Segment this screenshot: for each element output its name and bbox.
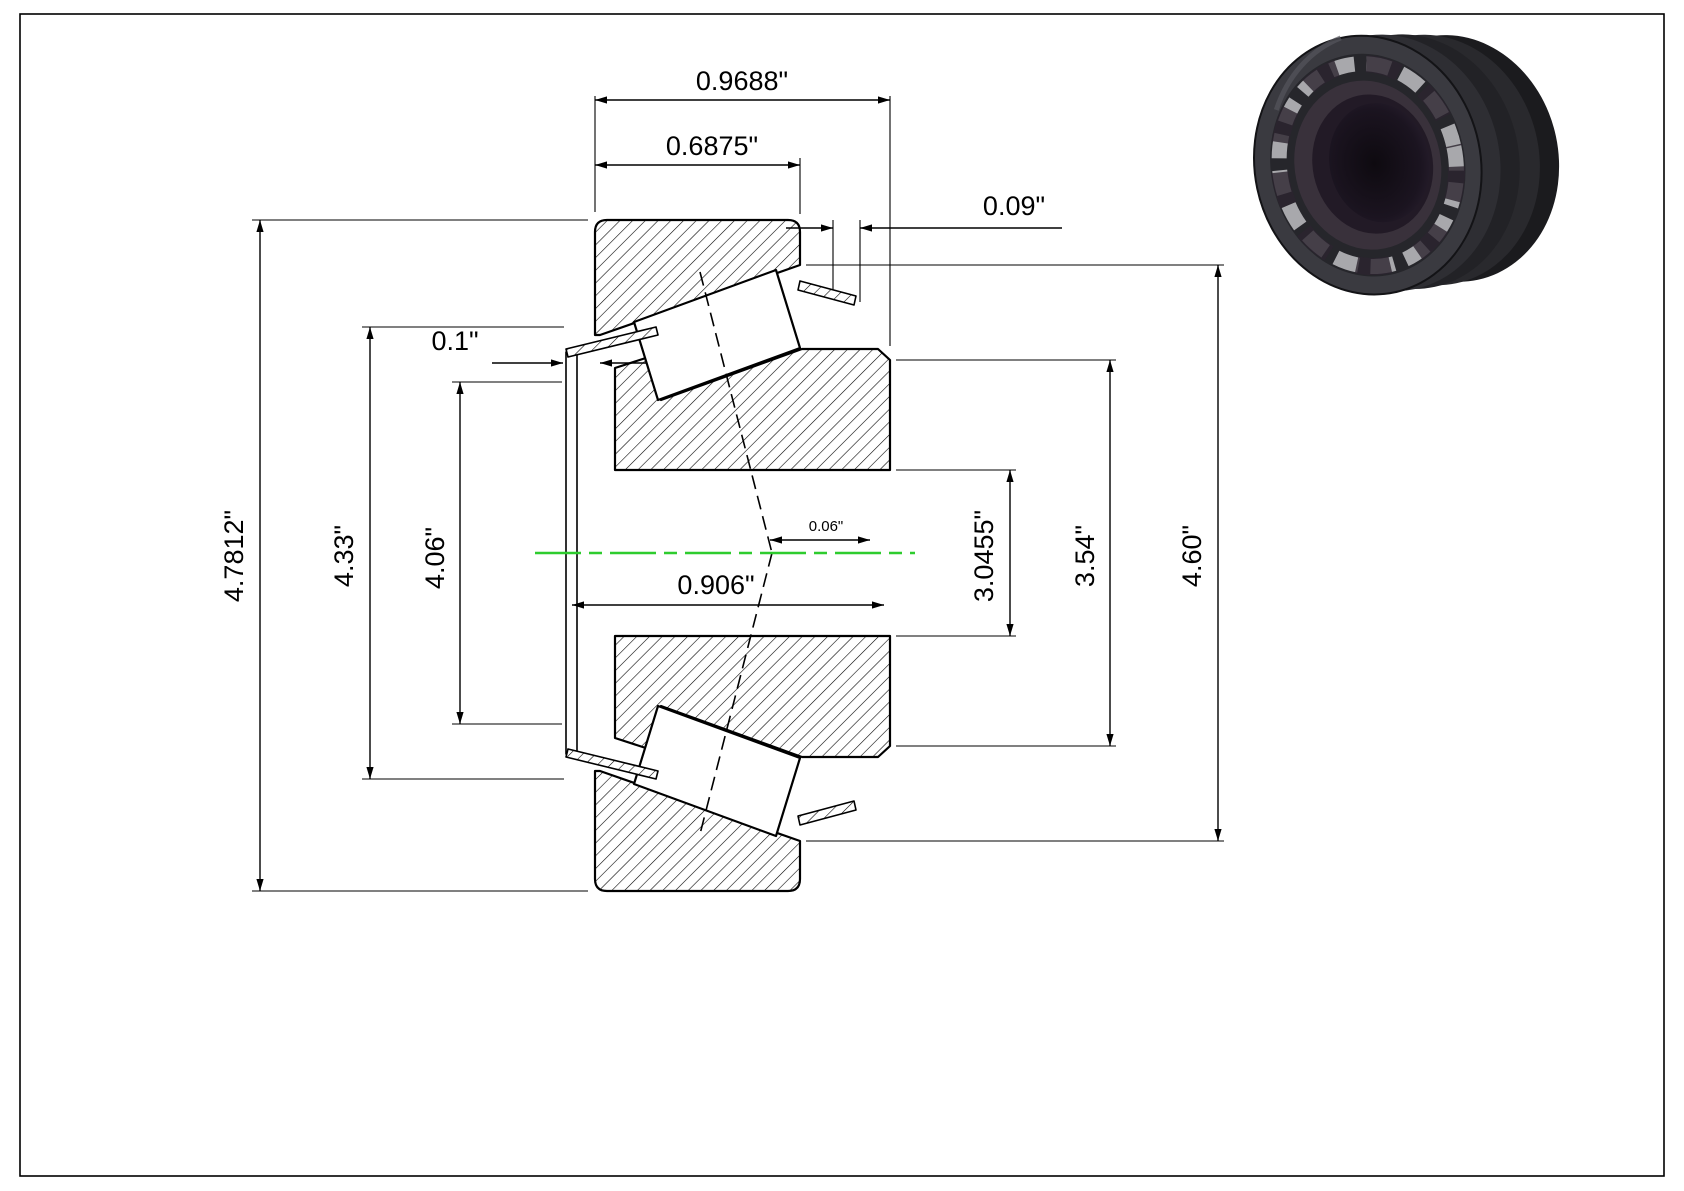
label-seal-diameter: 4.06"	[420, 527, 450, 589]
label-standout: 0.09"	[983, 191, 1045, 221]
roller-bottom	[632, 704, 802, 838]
contact-line-top	[699, 271, 773, 554]
bearing-section	[593, 218, 892, 893]
label-flange-diameter: 4.33"	[329, 525, 359, 587]
dimension-lines	[256, 96, 1222, 891]
label-housing-diameter: 4.60"	[1177, 525, 1207, 587]
contact-line-bottom	[699, 552, 773, 835]
cup-top	[593, 218, 802, 337]
dimension-labels: 0.9688" 0.6875" 0.09" 0.1" 0.906" 0.06" …	[219, 66, 1207, 602]
contact-angle-lines	[699, 271, 773, 835]
label-rib-diameter: 3.54"	[1070, 525, 1100, 587]
slinger-top-right	[797, 280, 857, 306]
roller-top	[632, 268, 802, 402]
cup-bottom	[593, 769, 802, 893]
label-seal-offset: 0.1"	[431, 326, 478, 356]
label-total-width: 0.9688"	[696, 66, 788, 96]
label-cup-width: 0.6875"	[666, 131, 758, 161]
extension-lines	[252, 96, 1224, 892]
bearing-photo-bore	[1329, 103, 1431, 223]
label-cone-width: 0.906"	[677, 570, 754, 600]
bearing-photo-highlight	[1273, 35, 1342, 111]
label-effective-offset: 0.06"	[809, 518, 844, 535]
bearing-photo-cage-shadow	[1270, 55, 1465, 276]
slinger-bottom-right	[797, 800, 857, 826]
page-border	[19, 13, 1665, 1177]
label-bore-diameter: 3.0455"	[969, 510, 999, 602]
cone-bottom	[613, 634, 892, 759]
label-outer-diameter: 4.7812"	[219, 510, 249, 602]
bearing-photo	[1253, 34, 1560, 296]
seal-strip-bottom-left	[565, 748, 659, 780]
seal-strip-top-left	[565, 326, 659, 358]
